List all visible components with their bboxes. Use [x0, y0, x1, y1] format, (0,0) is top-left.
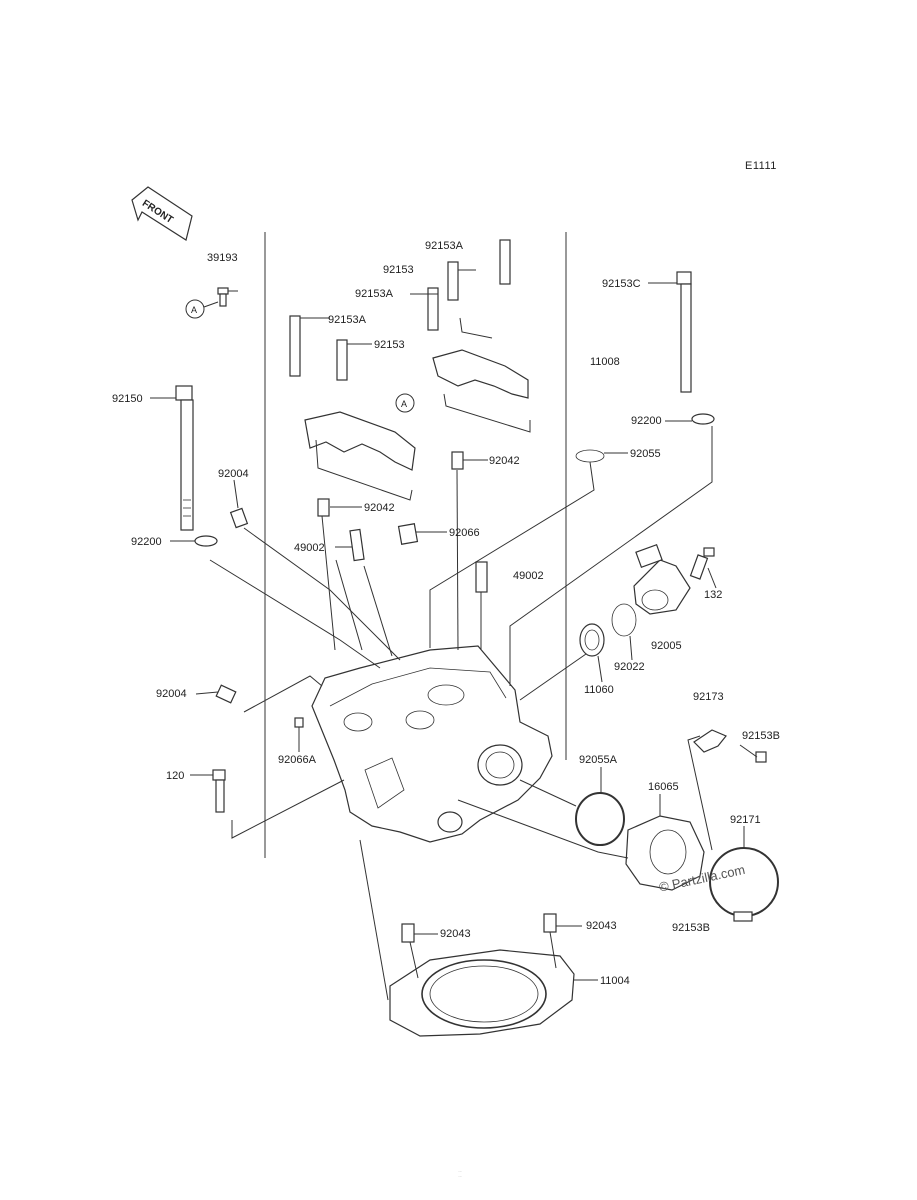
label-92153-mid: 92153	[383, 264, 414, 276]
callout-a-circle-top	[185, 299, 205, 319]
callout-a-cap: A	[401, 399, 408, 409]
part-92173-bracket	[693, 729, 727, 753]
label-49002-left: 49002	[294, 542, 325, 554]
label-92153A-mid: 92153A	[355, 288, 393, 300]
part-92066A-plug	[294, 717, 304, 728]
footer-line-1: ...	[458, 1168, 462, 1173]
label-92043-left: 92043	[440, 928, 471, 940]
part-120-bolt	[190, 769, 226, 813]
footer-fine-print: ... ...	[340, 1168, 580, 1178]
part-92055-oring	[575, 449, 605, 463]
part-left-cam-cap	[289, 315, 416, 471]
part-right-cam-cap	[410, 239, 529, 399]
label-92042-right: 92042	[489, 455, 520, 467]
label-11008: 11008	[590, 356, 620, 368]
label-92022: 92022	[614, 661, 645, 673]
label-92005: 92005	[651, 640, 682, 652]
label-92150: 92150	[112, 393, 143, 405]
front-arrow-icon	[131, 186, 193, 241]
part-92200-washer-left	[194, 535, 218, 547]
part-92066-seal	[397, 523, 419, 545]
label-11060: 11060	[584, 684, 614, 696]
part-92150-bolt	[150, 385, 194, 531]
part-92153B-bolt-bottom	[733, 911, 753, 922]
label-92153-left: 92153	[374, 339, 405, 351]
label-92153A-left: 92153A	[328, 314, 366, 326]
label-92153B-bottom: 92153B	[672, 922, 710, 934]
part-92005-water-outlet	[633, 543, 691, 615]
part-11060-seal	[579, 623, 605, 657]
part-49002-valve-guide-right	[475, 561, 488, 593]
label-92043-right: 92043	[586, 920, 617, 932]
label-92042-left: 92042	[364, 502, 395, 514]
label-92004-top: 92004	[218, 468, 249, 480]
label-92153A-top: 92153A	[425, 240, 463, 252]
label-49002-right: 49002	[513, 570, 544, 582]
part-92042-dowel-left	[317, 498, 330, 517]
label-120: 120	[166, 770, 185, 782]
part-92043-dowel-right	[543, 913, 557, 933]
label-92173: 92173	[693, 691, 724, 703]
label-132: 132	[704, 589, 723, 601]
part-92153C-bolt	[648, 271, 692, 393]
label-39193: 39193	[207, 252, 238, 264]
part-11004-gasket	[389, 949, 575, 1037]
part-92022-oring	[611, 603, 637, 637]
label-92055: 92055	[630, 448, 661, 460]
part-92055A-oring	[575, 792, 625, 846]
part-92004-stud-left	[195, 684, 237, 704]
part-92004-stud-top	[229, 479, 249, 529]
label-92153C: 92153C	[602, 278, 641, 290]
label-92066: 92066	[449, 527, 480, 539]
part-132-bolt	[689, 547, 717, 589]
label-92200-left: 92200	[131, 536, 162, 548]
label-11004: 11004	[600, 975, 630, 987]
part-39193-bolt	[217, 287, 238, 307]
part-92200-washer-right	[691, 413, 715, 425]
label-92055A: 92055A	[579, 754, 617, 766]
part-cylinder-head	[311, 645, 553, 843]
label-16065: 16065	[648, 781, 679, 793]
footer-line-2: ...	[458, 1173, 462, 1178]
label-92200-right: 92200	[631, 415, 662, 427]
part-92153B-bolt-top	[755, 751, 767, 763]
part-49002-valve-guide-left	[349, 528, 365, 562]
label-92171: 92171	[730, 814, 761, 826]
label-92153B-top: 92153B	[742, 730, 780, 742]
part-16065-holder	[625, 794, 705, 891]
callout-a-top: A	[191, 305, 198, 315]
part-92042-dowel-right	[451, 451, 464, 470]
part-92043-dowel-left	[401, 923, 415, 943]
label-92066A: 92066A	[278, 754, 316, 766]
diagram-code: E1111	[745, 160, 777, 172]
label-92004-left: 92004	[156, 688, 187, 700]
